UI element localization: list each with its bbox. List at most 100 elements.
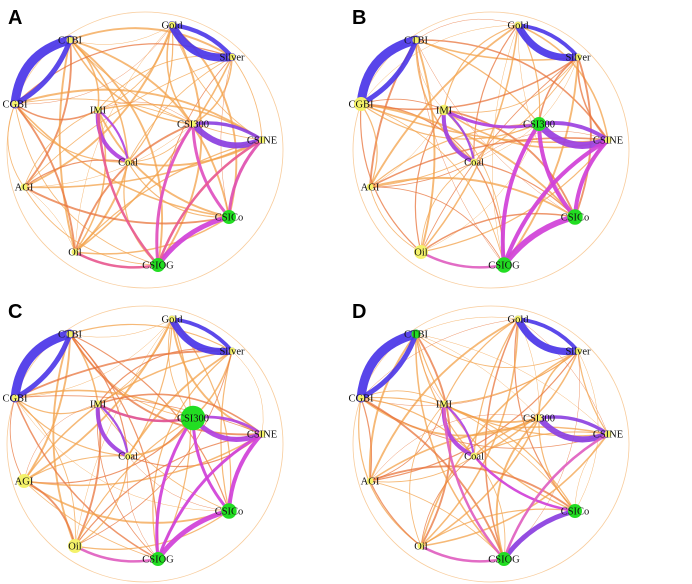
weak-edge — [23, 186, 159, 266]
strong-edge-oil-csiog — [419, 250, 506, 269]
node-label-silver: Silver — [565, 53, 591, 64]
weak-edge — [369, 465, 576, 512]
weak-edge — [23, 403, 99, 482]
weak-edge — [360, 103, 378, 188]
strong-edge-csine-csiog — [502, 138, 610, 267]
strong-edge-csi300-csine — [190, 121, 265, 149]
weak-edge — [14, 397, 99, 415]
node-agi — [17, 474, 31, 488]
node-label-gold: Gold — [162, 315, 184, 326]
strong-edge-csico-csiog — [501, 508, 578, 562]
weak-edge — [74, 216, 230, 255]
strong-edge-return-ctbi-cgbi — [358, 37, 419, 107]
node-silver — [574, 53, 582, 61]
node-label-csico: CSICo — [215, 213, 244, 224]
strong-edge-csi300-csiog — [155, 416, 195, 561]
strong-edge-return-gold-silver — [170, 317, 234, 353]
weak-edge — [14, 88, 263, 141]
node-gold — [168, 315, 176, 323]
weak-edge — [23, 186, 230, 225]
node-label-agi: AGI — [15, 477, 34, 488]
weak-edge — [69, 323, 233, 352]
weak-edge — [127, 350, 233, 457]
weak-edge — [69, 333, 194, 419]
weak-edge — [420, 350, 579, 547]
node-csico — [222, 210, 236, 224]
weak-edge — [157, 24, 203, 266]
node-label-coal: Coal — [464, 158, 484, 169]
weak-edge — [369, 318, 519, 482]
weak-edge — [23, 333, 71, 482]
strong-edge-oil-csiog — [419, 544, 506, 563]
node-label-gold: Gold — [162, 21, 184, 32]
weak-edge — [152, 350, 233, 560]
strong-edge-csi300-csiog — [500, 122, 541, 267]
panel-letter-a: A — [8, 7, 22, 29]
node-imi — [438, 104, 450, 116]
node-label-silver: Silver — [565, 347, 591, 358]
panel-d: CTBIGoldSilverCGBIIMICSI300CSINECoalAGIC… — [348, 305, 630, 583]
weak-edge — [74, 56, 233, 253]
weak-edge — [14, 397, 129, 457]
node-label-csiog: CSIOG — [142, 555, 174, 566]
node-ctbi — [411, 329, 421, 339]
weak-edge — [97, 109, 230, 218]
node-label-cgbi: CGBI — [2, 100, 28, 111]
weak-edge — [420, 508, 576, 547]
node-cgbi — [11, 100, 19, 108]
node-csine — [604, 430, 612, 438]
weak-edge — [9, 397, 25, 482]
weak-edge — [420, 161, 475, 253]
weak-edge — [495, 417, 540, 560]
weak-edge — [7, 103, 25, 188]
weak-edge — [360, 396, 576, 512]
weak-edge — [369, 186, 422, 253]
node-label-cgbi: CGBI — [2, 394, 28, 405]
node-cgbi — [354, 97, 368, 111]
weak-edge — [359, 103, 422, 253]
node-imi — [94, 400, 102, 408]
strong-edge-gold-silver — [168, 315, 236, 356]
strong-edge-return-ctbi-cgbi — [12, 331, 73, 401]
weak-edge — [23, 433, 263, 487]
weak-edge — [97, 101, 194, 125]
node-label-imi: IMI — [90, 106, 107, 117]
node-label-coal: Coal — [118, 452, 138, 463]
strong-edge-csi300-csico — [537, 122, 577, 219]
node-label-gold: Gold — [508, 315, 530, 326]
weak-edge — [415, 39, 576, 218]
node-csine — [258, 136, 266, 144]
weak-edge — [127, 161, 230, 218]
node-agi — [20, 183, 28, 191]
node-csiog — [151, 552, 165, 566]
strong-edge-return-ctbi-cgbi — [12, 37, 73, 107]
weak-edge — [23, 480, 230, 524]
weak-edge — [473, 318, 519, 457]
weak-edge — [23, 139, 263, 189]
strong-edge-gold-silver — [514, 21, 582, 62]
weak-edge — [23, 417, 194, 484]
weak-edge — [443, 109, 505, 266]
strong-edge-ctbi-cgbi — [10, 329, 75, 403]
node-label-silver: Silver — [219, 347, 245, 358]
weak-edge — [192, 56, 233, 125]
node-csico — [568, 504, 582, 518]
weak-edge — [420, 318, 519, 547]
node-silver — [574, 347, 582, 355]
node-oil — [414, 245, 428, 259]
node-label-cgbi: CGBI — [348, 100, 374, 111]
node-cgbi — [11, 394, 19, 402]
node-label-coal: Coal — [464, 452, 484, 463]
weak-edge — [369, 24, 519, 188]
outer-ring — [352, 305, 630, 583]
node-ctbi — [66, 330, 74, 338]
node-label-csine: CSINE — [593, 430, 623, 441]
weak-edge — [369, 161, 475, 188]
strong-edge-csine-csico — [227, 432, 264, 513]
weak-edge — [127, 24, 174, 163]
weak-edge — [473, 455, 506, 560]
weak-edge — [23, 159, 129, 188]
weak-edge — [14, 318, 173, 399]
strong-edge-imi-csiog — [96, 108, 160, 267]
weak-edge — [409, 403, 445, 547]
